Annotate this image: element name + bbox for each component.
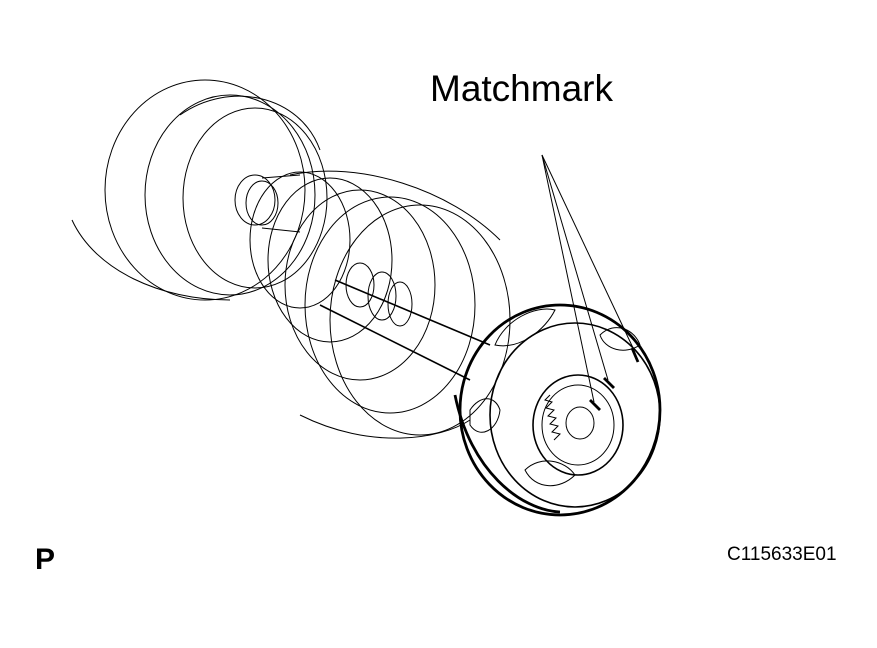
matchmark-leader-lines: [541, 154, 635, 403]
boot-bellows: [249, 170, 511, 439]
inboard-joint-housing: [453, 303, 662, 517]
outer-joint-rings: [71, 79, 328, 301]
matchmark-label: Matchmark: [430, 68, 613, 109]
shaft-neck: [234, 174, 301, 233]
matchmarks: [589, 347, 640, 411]
view-letter: P: [35, 543, 56, 576]
spider-hub: [532, 374, 624, 476]
figure-code: C115633E01: [727, 544, 837, 565]
drive-shaft: [319, 262, 491, 381]
